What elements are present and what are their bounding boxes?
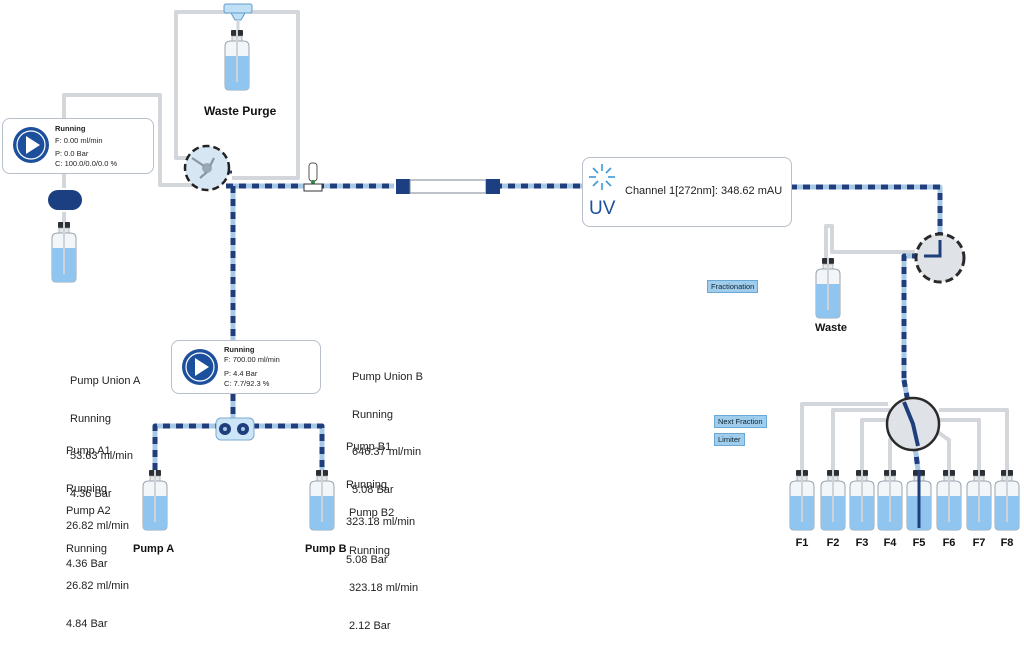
fraction-label: F6 [942,537,956,549]
fraction-label: F3 [855,537,869,549]
active-flow-path [152,170,943,471]
outlet-valve[interactable] [914,232,966,284]
pump-union-b-status: Running [352,408,393,421]
pump-b2-name: Pump B2 [349,507,395,519]
uv-reading: Channel 1[272nm]: 348.62 mAU [625,185,783,197]
pump-a1-name: Pump A1 [66,445,111,457]
fraction-label: F5 [912,537,926,549]
pressure-sensor [303,162,323,192]
flow-diagram-svg [48,3,1020,531]
system-pump-bottle [51,221,77,283]
pump-a-bottle [142,469,168,531]
pump-a2-status: Running [66,542,107,555]
flow-schematic: Waste Purge Running F: 0.00 ml/min P: 0.… [2,3,1020,632]
waste-purge-funnel [223,3,253,30]
pump-b1-status: Running [346,478,387,491]
inline-filter [48,190,82,210]
pump-a2-flow: 26.82 ml/min [66,580,129,592]
gradient-pump-pressure: P: 4.4 Bar [224,369,258,378]
pump-b2-flow: 323.18 ml/min [349,582,419,594]
pump-union-b-pressure: 5.08 Bar [352,483,394,496]
pump-union-b-flow: 646.37 ml/min [352,446,422,458]
waste-label: Waste [815,322,847,334]
pump-union-b-info: Pump Union B Running 646.37 ml/min 5.08 … [352,346,423,509]
pump-b2-info: Pump B2 Running 323.18 ml/min 2.12 Bar [349,482,418,645]
pump-a2-info: Pump A2 Running 26.82 ml/min 4.84 Bar [66,480,129,643]
pump-a2-name: Pump A2 [66,505,111,517]
pump-union-a-flow: 53.63 ml/min [70,450,133,462]
fractionation-button[interactable]: Fractionation [707,280,759,293]
system-pump-pressure: P: 0.0 Bar [55,149,89,158]
fraction-bottle[interactable] [820,469,846,531]
pump-union-connector[interactable] [215,417,255,441]
gradient-pump-flow: F: 700.00 ml/min [224,355,280,364]
pump-b-label: Pump B [305,543,347,555]
pump-union-b-name: Pump Union B [352,371,423,383]
waste-purge-bottle [224,29,250,91]
pump-union-a-name: Pump Union A [70,375,141,387]
fraction-bottle[interactable] [966,469,992,531]
pump-b1-name: Pump B1 [346,441,392,453]
pump-a1-flow: 26.82 ml/min [66,520,129,532]
next-fraction-button[interactable]: Next Fraction [714,415,767,428]
gradient-pump-panel[interactable]: Running F: 700.00 ml/min P: 4.4 Bar C: 7… [171,340,321,394]
pump-a-label: Pump A [133,543,175,555]
fraction-label: F8 [1000,537,1014,549]
waste-purge-label: Waste Purge [204,104,277,118]
waste-bottle [815,257,841,319]
gradient-pump-status: Running [224,345,255,354]
uv-detector-panel[interactable]: UV Channel 1[272nm]: 348.62 mAU [582,157,792,227]
system-pump-panel[interactable]: Running F: 0.00 ml/min P: 0.0 Bar C: 100… [2,118,154,174]
grey-tubing [62,10,1009,470]
play-icon[interactable] [11,125,51,165]
pump-a2-pressure: 4.84 Bar [66,617,108,630]
fraction-bottles [789,469,1020,531]
fraction-label: F7 [972,537,986,549]
fraction-bottle[interactable] [849,469,875,531]
fraction-label: F2 [826,537,840,549]
system-pump-status: Running [55,124,86,133]
fraction-valve[interactable] [885,396,941,452]
fraction-bottle[interactable] [994,469,1020,531]
pump-b1-flow: 323.18 ml/min [346,516,416,528]
fraction-bottle[interactable] [877,469,903,531]
fraction-bottle[interactable] [936,469,962,531]
fraction-label: F4 [883,537,897,549]
uv-logo-text: UV [589,198,616,219]
pump-b2-pressure: 2.12 Bar [349,619,391,632]
pump-a1-status: Running [66,482,107,495]
pump-union-a-info: Pump Union A Running 53.63 ml/min 4.36 B… [70,350,140,513]
system-pump-composition: C: 100.0/0.0/0.0 % [55,159,118,168]
fraction-bottle[interactable] [789,469,815,531]
injection-valve[interactable] [183,144,231,192]
column [396,179,500,194]
gradient-pump-composition: C: 7.7/92.3 % [224,379,270,388]
pump-union-a-pressure: 4.36 Bar [70,487,112,500]
play-icon[interactable] [180,347,220,387]
uv-burst-icon [589,164,615,190]
pump-b2-status: Running [349,544,390,557]
pump-b-bottle [309,469,335,531]
limiter-button[interactable]: Limiter [714,433,745,446]
system-pump-flow: F: 0.00 ml/min [55,136,103,145]
pump-union-a-status: Running [70,412,111,425]
fraction-label: F1 [795,537,809,549]
